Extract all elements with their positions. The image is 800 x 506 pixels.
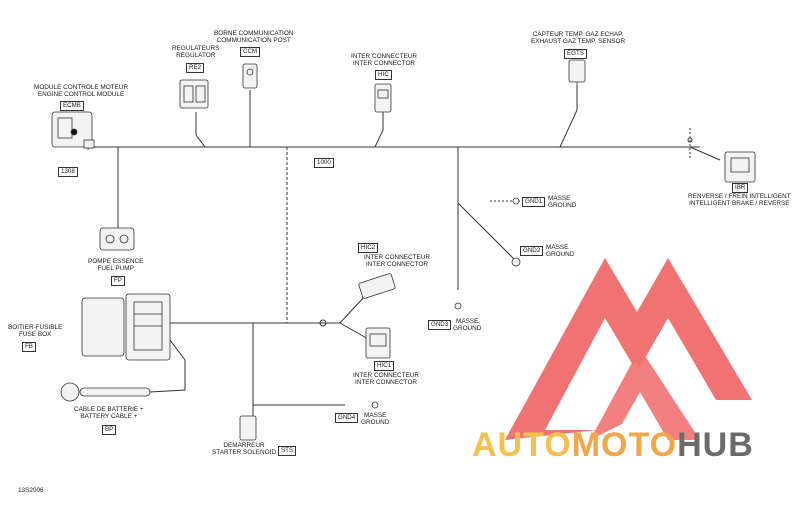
ccm-connector-icon bbox=[242, 63, 258, 89]
starter-solenoid-code: STS bbox=[278, 446, 297, 456]
splice-point bbox=[687, 137, 693, 143]
gnd3-ring-icon bbox=[454, 302, 462, 310]
main-harness-code: 1000 bbox=[314, 158, 334, 168]
ecm-code: ECMB bbox=[60, 101, 84, 111]
gnd2-wire bbox=[457, 202, 516, 261]
hic-wire bbox=[374, 112, 384, 148]
egts-wire bbox=[559, 85, 578, 148]
regulator-wire bbox=[195, 112, 206, 148]
regulator-connector-icon bbox=[179, 79, 209, 109]
ibr-code: IBR bbox=[732, 183, 749, 193]
watermark-text: AUTOMOTOHUB bbox=[472, 426, 754, 465]
battery-cable-label: CABLE DE BATTERIE +BATTERY CABLE + bbox=[74, 406, 144, 421]
hic1-code: HIC1 bbox=[374, 361, 395, 371]
starter-solenoid-icon bbox=[239, 415, 257, 441]
watermark-logo bbox=[505, 258, 752, 440]
watermark-moto: MOTO bbox=[571, 426, 678, 464]
egts-label: CAPTEUR TEMP. GAZ ECHAP.EXHAUST GAZ TEMP… bbox=[531, 31, 626, 46]
fuel-pump-code: FP bbox=[111, 276, 125, 286]
hic2-code: HIC2 bbox=[358, 243, 379, 253]
gnd2-ring-icon bbox=[511, 257, 521, 267]
battery-cable-icon bbox=[60, 382, 151, 402]
hic-code: HIC bbox=[375, 70, 392, 80]
gnd3-code: GND3 bbox=[428, 320, 452, 330]
gnd1-ring-icon bbox=[512, 197, 520, 205]
regulator-code: RE2 bbox=[186, 63, 205, 73]
gnd2-code: GND2 bbox=[520, 246, 544, 256]
hic2-connector-icon bbox=[358, 273, 396, 299]
battery-cable-wire bbox=[149, 339, 186, 393]
hic2-wire bbox=[339, 295, 366, 324]
hic1-wire bbox=[339, 322, 371, 341]
watermark-auto: AUTO bbox=[472, 426, 572, 464]
ecm-module-icon bbox=[51, 111, 95, 149]
gnd4-code: GND4 bbox=[335, 413, 359, 423]
hic1-connector-icon bbox=[365, 327, 391, 359]
gnd1-code: GND1 bbox=[522, 197, 546, 207]
fuel-pump-icon bbox=[99, 227, 135, 251]
watermark-hub: HUB bbox=[677, 426, 754, 464]
ibr-wire bbox=[689, 146, 721, 161]
egts-code: EGTS bbox=[564, 49, 587, 59]
figure-id: 13S2006 bbox=[18, 487, 44, 494]
fuse-box-code: FB bbox=[22, 342, 36, 352]
gnd4-ring-icon bbox=[371, 401, 379, 409]
hic-connector-icon bbox=[374, 83, 392, 113]
ccm-code: CCM bbox=[240, 47, 261, 57]
egts-sensor-icon bbox=[568, 59, 586, 100]
splice-point bbox=[319, 319, 327, 327]
ecm-branch-code: 1308 bbox=[58, 167, 78, 177]
ibr-module-icon bbox=[724, 151, 756, 183]
fuse-box-icon bbox=[81, 293, 171, 361]
battery-cable-code: BP bbox=[102, 425, 117, 435]
